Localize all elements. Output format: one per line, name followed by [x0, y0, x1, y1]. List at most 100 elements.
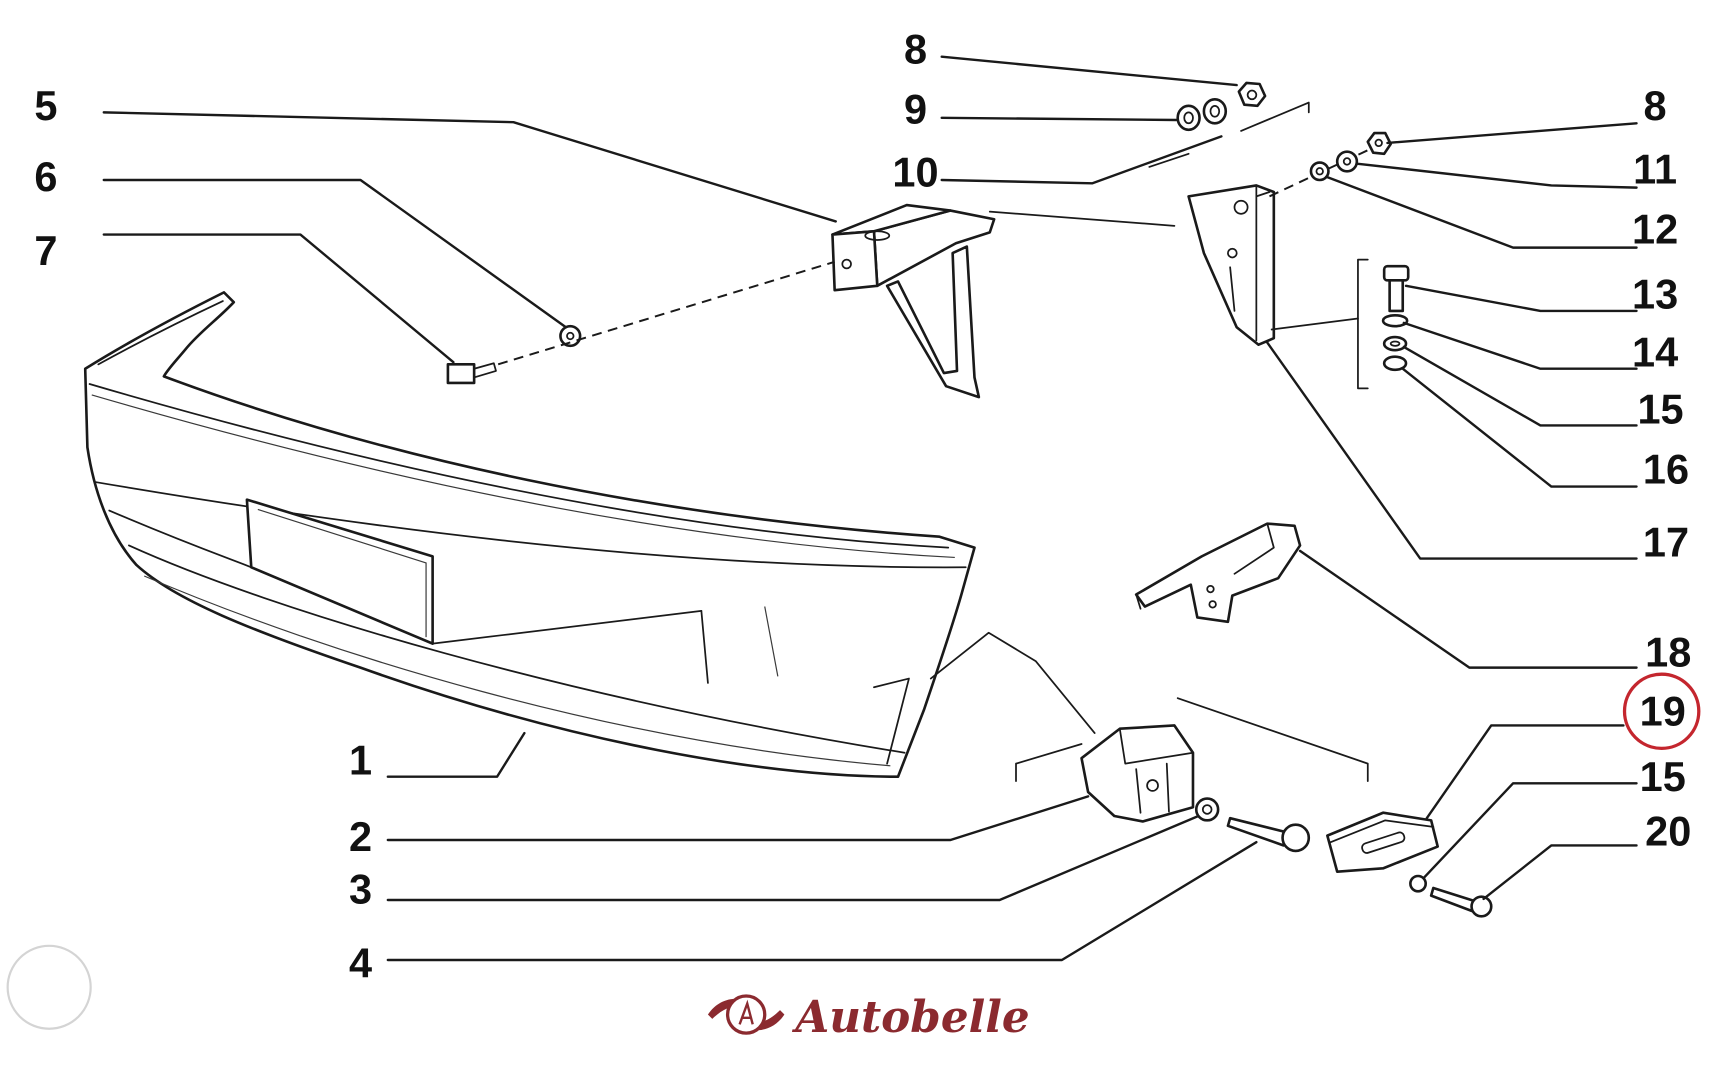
- group-bracket-top-left: [1148, 152, 1190, 168]
- callout-left-5[interactable]: 5: [34, 82, 57, 129]
- bracket-17-slot: [1229, 266, 1236, 312]
- bracket-5-hole: [864, 230, 891, 241]
- callout-left-6[interactable]: 6: [34, 153, 57, 200]
- callout-bottom-4[interactable]: 4: [349, 939, 372, 986]
- callout-bottom-2[interactable]: 2: [349, 813, 372, 860]
- leader-line-bottom-4: [386, 840, 1258, 962]
- washer-15-bottom-drawing: [1409, 874, 1427, 893]
- leader-line-left-5: [102, 111, 837, 223]
- leader-line-right-15-bottom: [1422, 782, 1638, 880]
- washer-11: [1335, 150, 1359, 173]
- bumper-to-bracket-line: [929, 631, 1096, 734]
- leader-line-right-14: [1402, 321, 1638, 370]
- callout-right-12[interactable]: 12: [1632, 205, 1678, 252]
- bracket-2-front-edge: [1118, 727, 1194, 765]
- bumper-corner-crease-2: [764, 606, 779, 677]
- bumper-crease: [95, 481, 967, 569]
- bolt-4-shank: [1226, 816, 1289, 847]
- callout-right-15[interactable]: 15: [1637, 385, 1683, 432]
- bracket-17-to-group-line: [1270, 317, 1359, 331]
- screw-20-shank: [1429, 886, 1477, 913]
- bracket-18-hole-b: [1208, 600, 1217, 609]
- callout-right-15-bottom[interactable]: 15: [1640, 753, 1686, 800]
- bolt-13-shank: [1388, 279, 1405, 313]
- license-plate-recess-inner: [257, 508, 427, 638]
- washer-3: [1194, 797, 1220, 822]
- nut-8-top: [1237, 81, 1267, 108]
- washer-6: [559, 324, 582, 348]
- clip-7-drawing: [446, 362, 497, 385]
- callout-right-11[interactable]: 11: [1633, 145, 1677, 192]
- clip-19-drawing: [1326, 811, 1440, 873]
- leader-line-right-12: [1325, 175, 1638, 249]
- right-fasteners-drawing: [1309, 131, 1393, 182]
- bumper-lamp-recess: [873, 677, 910, 765]
- callout-right-17[interactable]: 17: [1643, 518, 1689, 565]
- leader-line-right-17: [1266, 341, 1638, 560]
- bracket-2-hole: [1146, 779, 1159, 792]
- bolt-4-head: [1281, 823, 1311, 853]
- nut-8-top-drawing: [1237, 81, 1267, 108]
- leader-line-left-6: [102, 178, 568, 329]
- callout-top-8[interactable]: 8: [904, 25, 927, 72]
- callout-right-13[interactable]: 13: [1632, 271, 1678, 318]
- bumper-top-edge-inner: [91, 394, 955, 559]
- washer-9a-hole: [1183, 111, 1194, 125]
- callout-right-16[interactable]: 16: [1643, 445, 1689, 492]
- callout-top-9[interactable]: 9: [904, 85, 927, 132]
- group-bracket-bottom-right: [1176, 697, 1369, 782]
- bumper-skirt-line-inner: [143, 575, 891, 767]
- callouts-top: 8 9 10: [892, 25, 938, 195]
- washer-6-drawing: [559, 324, 582, 348]
- leader-line-right-16: [1401, 367, 1638, 488]
- winged-badge-icon: [707, 994, 785, 1035]
- washer-6-hole: [566, 331, 575, 341]
- bracket-18-body: [1134, 522, 1302, 624]
- callouts-left: 5 6 7: [34, 82, 57, 274]
- bracket-17-stud: [1255, 191, 1271, 198]
- group-bracket-top-right: [1240, 101, 1310, 132]
- badge-ring: [725, 994, 767, 1035]
- clip-7-pin: [473, 362, 497, 379]
- callout-right-19[interactable]: 19: [1640, 687, 1686, 734]
- callout-right-20[interactable]: 20: [1645, 807, 1691, 854]
- bolt-4-drawing: [1226, 816, 1311, 853]
- spring-washer-15: [1382, 335, 1408, 352]
- leader-line-bottom-1: [386, 731, 526, 778]
- bracket-18-fold: [1233, 522, 1275, 575]
- clip-19-top-edge: [1329, 819, 1435, 844]
- assembly-axis-right: [1269, 144, 1380, 198]
- bracket-17-drawing: [1187, 184, 1276, 347]
- callouts-right: 8 11 12 13 14 15 16 17 18 19 15 20: [1622, 82, 1701, 854]
- group-bracket-bottom-left: [1015, 743, 1083, 782]
- screw-20-drawing: [1429, 886, 1493, 918]
- bracket-18-drawing: [1134, 522, 1302, 624]
- callout-right-14[interactable]: 14: [1632, 329, 1678, 376]
- nut-8-right: [1366, 131, 1393, 156]
- nut-8-top-hole: [1246, 89, 1258, 101]
- bracket-5-front-face: [831, 229, 879, 292]
- leader-line-bottom-2: [386, 795, 1090, 842]
- washer-15-bottom: [1409, 874, 1427, 893]
- bracket-5-strut: [885, 245, 981, 399]
- callout-right-18[interactable]: 18: [1645, 629, 1691, 676]
- callout-right-8[interactable]: 8: [1644, 82, 1667, 129]
- callout-bottom-3[interactable]: 3: [349, 865, 372, 912]
- callout-bottom-1[interactable]: 1: [349, 737, 372, 784]
- bumper-lower-face-line: [108, 509, 253, 569]
- washer-9a: [1176, 104, 1201, 132]
- callout-top-10[interactable]: 10: [892, 149, 938, 196]
- screw-20-head: [1470, 895, 1493, 918]
- clip-7-body: [446, 363, 476, 385]
- leader-line-right-11: [1355, 162, 1638, 189]
- bumper-top-edge: [88, 383, 950, 549]
- leader-line-top-8: [940, 55, 1238, 87]
- corner-circle: [6, 944, 92, 1030]
- bumper-outline: [83, 291, 976, 779]
- bracket-5-front-hole: [841, 258, 852, 270]
- washers-9-drawing: [1176, 97, 1228, 132]
- bracket-18-lip: [1135, 593, 1142, 610]
- callout-left-7[interactable]: 7: [34, 227, 57, 274]
- bracket-18-hole-a: [1206, 584, 1215, 594]
